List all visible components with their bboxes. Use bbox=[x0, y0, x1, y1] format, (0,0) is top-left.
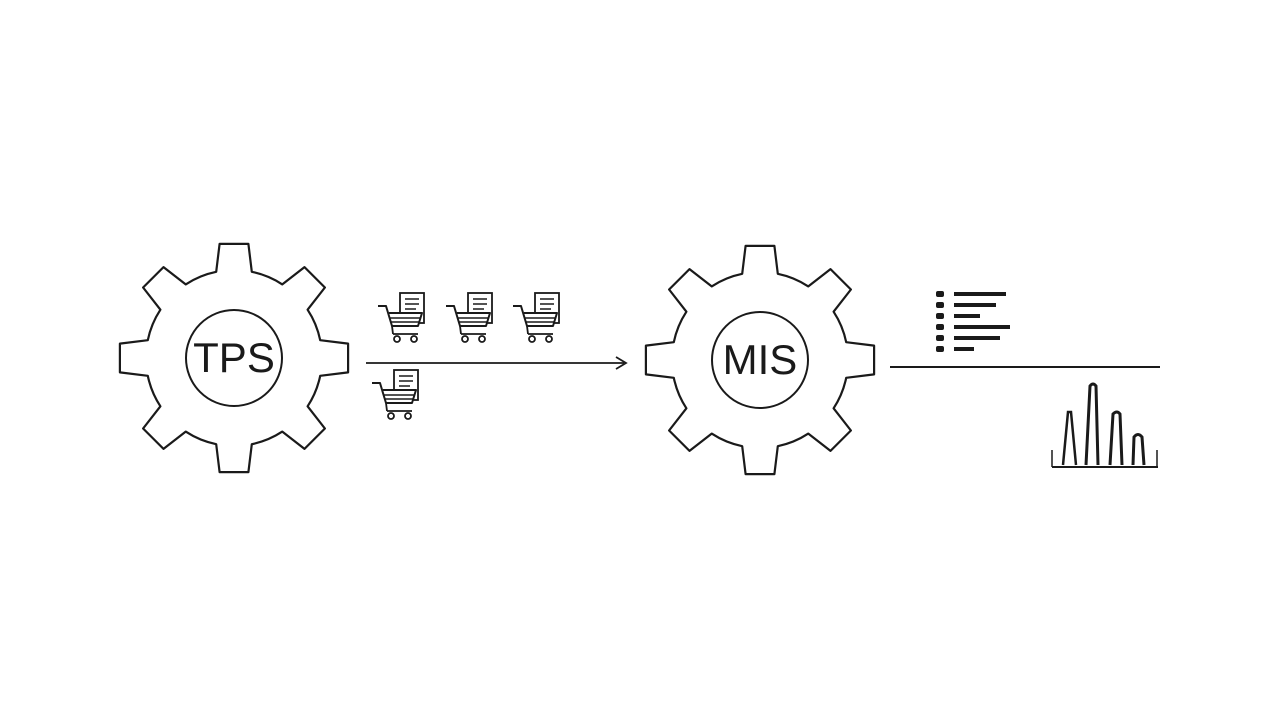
gear-icon bbox=[644, 244, 876, 476]
shopping-cart-icon bbox=[377, 292, 425, 343]
transaction-icons bbox=[371, 292, 560, 420]
shopping-cart-icon bbox=[512, 292, 560, 343]
shopping-cart-icon bbox=[371, 369, 419, 420]
tps-label: TPS bbox=[193, 334, 275, 381]
shopping-cart-icon bbox=[445, 292, 493, 343]
mis-gear: MIS bbox=[644, 244, 876, 476]
tps-gear: TPS bbox=[118, 242, 350, 474]
flow-arrow bbox=[366, 356, 628, 370]
bar-chart-icon bbox=[1051, 382, 1158, 468]
report-list-icon bbox=[936, 291, 1010, 352]
tps-hub-circle bbox=[185, 309, 283, 407]
mis-hub-circle bbox=[711, 311, 809, 409]
arrowhead-icon bbox=[615, 356, 628, 370]
mis-label: MIS bbox=[723, 336, 798, 383]
gear-icon bbox=[118, 242, 350, 474]
